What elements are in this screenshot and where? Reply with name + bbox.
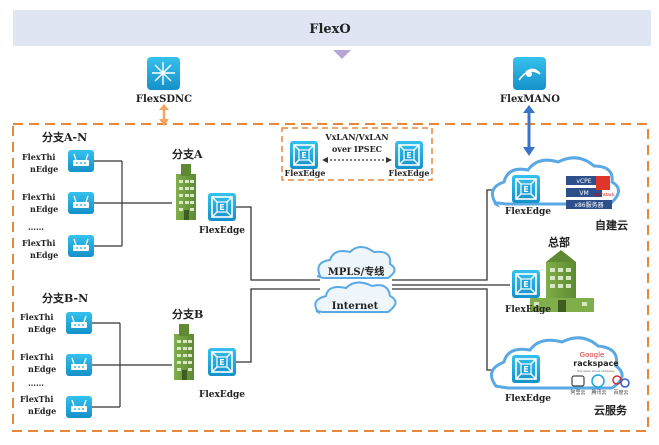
legend-right-edge-label: FlexEdge (389, 168, 430, 178)
branch-b-edge-icon[interactable] (207, 347, 237, 377)
branch-b-title: 分支B-N (42, 291, 88, 305)
tunnel-arrow-left (322, 157, 328, 163)
baidu-cloud-logo-icon (612, 375, 622, 385)
branch-b-thin-edge-3[interactable]: FlexThi nEdge (20, 394, 93, 419)
mpls-cloud: MPLS/专线 (316, 246, 396, 279)
internet-cloud: Internet (314, 281, 397, 315)
hq-edge-label: FlexEdge (505, 305, 551, 315)
branch-a-title: 分支A-N (42, 130, 87, 144)
legend-line2: over IPSEC (332, 144, 382, 154)
vm-box (566, 188, 602, 197)
tencent-cloud-logo-icon (591, 374, 605, 388)
sdnc-arrow (159, 104, 169, 126)
internet-label: Internet (332, 301, 379, 312)
thin-edge-label: nEdge (30, 250, 58, 260)
thin-edge-label: nEdge (30, 164, 58, 174)
thin-edge-label: FlexThi (22, 192, 55, 202)
thin-edge-label: FlexThi (20, 394, 53, 404)
thin-edge-icon (65, 353, 93, 377)
server-label: x86服务器 (574, 201, 603, 209)
sdnc-label: FlexSDNC (136, 94, 192, 105)
aliyun-logo-icon (571, 375, 585, 387)
private-cloud-edge-icon[interactable] (511, 174, 541, 204)
branch-a-thin-edge-3[interactable]: FlexThi nEdge (22, 234, 95, 260)
sdnc-node[interactable]: FlexSDNC (136, 57, 192, 105)
branch-b-ellipsis: …… (28, 378, 44, 388)
hq-edge-icon[interactable] (511, 269, 541, 299)
rackspace-tagline: the open cloud company (577, 369, 614, 373)
thin-edge-icon (65, 395, 93, 419)
mpls-label: MPLS/专线 (328, 265, 385, 278)
header-title: FlexO (309, 22, 351, 37)
vm-label: VM (579, 190, 588, 197)
branch-b-links (92, 322, 172, 408)
thin-edge-icon (67, 149, 95, 173)
thin-edge-label: FlexThi (22, 238, 55, 248)
legend-right-edge-icon (394, 140, 424, 170)
thin-edge-label: nEdge (30, 204, 58, 214)
baidu-label: 百度云 (613, 389, 628, 396)
down-triangle-icon (333, 50, 351, 59)
legend-left-edge-icon (289, 140, 319, 170)
header-bar (13, 10, 651, 46)
thin-edge-label: nEdge (28, 406, 56, 416)
branch-b-site-label: 分支B (172, 307, 203, 321)
openstack-logo-icon (596, 176, 610, 190)
branch-b-edge-label: FlexEdge (199, 390, 245, 400)
wan-links-right (392, 189, 510, 371)
branch-a-links (94, 160, 172, 247)
thin-edge-label: FlexThi (20, 352, 53, 362)
hq-label: 总部 (548, 235, 570, 249)
branch-a-edge-icon[interactable] (207, 192, 237, 222)
branch-b-thin-edge-1[interactable]: FlexThi nEdge (20, 311, 93, 335)
branch-a-thin-edge-1[interactable]: FlexThi nEdge (22, 149, 95, 174)
rackspace-label: rackspace (573, 359, 619, 368)
thin-edge-label: FlexThi (22, 152, 55, 162)
wan-links-left (236, 206, 320, 363)
openstack-label: openstack (594, 192, 615, 197)
branch-b-thin-edge-2[interactable]: FlexThi nEdge (20, 352, 93, 377)
thin-edge-icon (65, 311, 93, 335)
branch-a-building-icon (176, 164, 196, 220)
vcpe-box (566, 176, 602, 185)
mano-arrow (523, 105, 535, 156)
branch-b-building-icon (174, 324, 194, 380)
tunnel-arrow-right (386, 157, 392, 163)
aliyun-label: 阿里云 (570, 389, 585, 396)
legend-left-edge-label: FlexEdge (285, 168, 326, 178)
branch-a-site-label: 分支A (172, 147, 203, 161)
thin-edge-label: nEdge (28, 364, 56, 374)
branch-a-thin-edge-2[interactable]: FlexThi nEdge (22, 191, 95, 215)
mano-label: FlexMANO (500, 94, 560, 105)
thin-edge-label: FlexThi (20, 312, 53, 322)
google-label: Google (580, 351, 605, 359)
thin-edge-icon (67, 191, 95, 215)
server-box (566, 200, 612, 209)
legend-line1: VxLAN/VxLAN (324, 132, 388, 142)
legend-box (281, 127, 433, 181)
private-cloud: vCPE VM x86服务器 openstack (490, 156, 620, 209)
vcpe-label: vCPE (576, 178, 591, 185)
branch-a-ellipsis: …… (28, 222, 44, 232)
mano-node[interactable]: FlexMANO (500, 57, 560, 105)
thin-edge-label: nEdge (28, 324, 56, 334)
managed-region-border (12, 123, 649, 432)
branch-a-edge-label: FlexEdge (199, 226, 245, 236)
cloud-service-edge-icon[interactable] (511, 354, 541, 384)
tencent-label: 腾讯云 (591, 389, 606, 396)
thin-edge-icon (67, 234, 95, 258)
cloud-service-label: 云服务 (594, 403, 628, 417)
hq-building-icon (530, 250, 594, 312)
private-cloud-label: 自建云 (595, 218, 628, 232)
cloud-service-edge-label: FlexEdge (505, 394, 551, 404)
private-cloud-edge-label: FlexEdge (505, 207, 551, 217)
